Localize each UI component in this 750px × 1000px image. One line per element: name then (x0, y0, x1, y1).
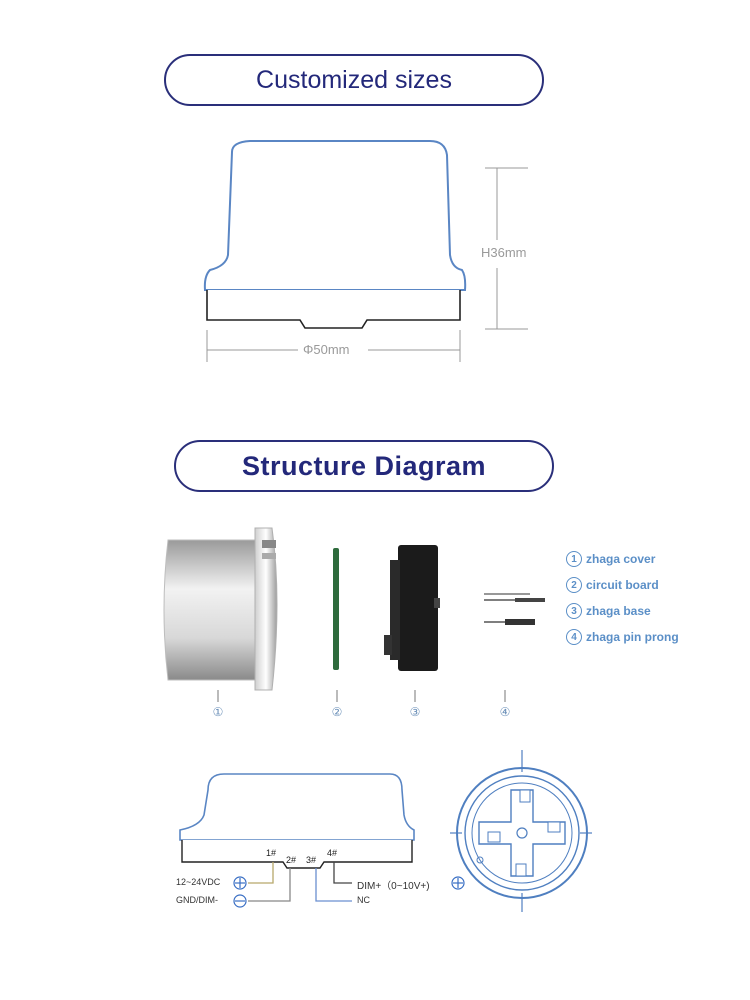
structure-legend: 1 zhaga cover 2 circuit board 3 zhaga ba… (566, 546, 679, 650)
customized-sizes-title: Customized sizes (164, 54, 544, 106)
nc-label: NC (357, 895, 370, 905)
legend-number: 4 (566, 629, 582, 645)
pin-2-label: 2# (286, 855, 297, 865)
zhaga-cover-part (163, 527, 278, 691)
pin-1-label: 1# (266, 848, 277, 858)
diameter-dimension: Φ50mm (303, 342, 350, 357)
legend-item-cover: 1 zhaga cover (566, 546, 679, 572)
supply-voltage-label: 12~24VDC (176, 877, 221, 887)
legend-number: 2 (566, 577, 582, 593)
legend-item-pin-prong: 4 zhaga pin prong (566, 624, 679, 650)
part-index-4: ④ (499, 705, 511, 719)
pin-4-label: 4# (327, 848, 338, 858)
legend-label: zhaga cover (586, 552, 656, 566)
legend-number: 3 (566, 603, 582, 619)
legend-label: zhaga base (586, 604, 651, 618)
legend-label: zhaga pin prong (586, 630, 679, 644)
wiring-side-view (179, 773, 465, 908)
dim-plus-label: DIM+（0~10V+) (357, 881, 430, 892)
pin-3-label: 3# (306, 855, 317, 865)
customized-sizes-label: Customized sizes (256, 65, 452, 94)
legend-item-base: 3 zhaga base (566, 598, 679, 624)
circuit-board-part (333, 548, 339, 670)
structure-diagram-title: Structure Diagram (174, 440, 554, 492)
part-index-1: ① (212, 705, 224, 719)
height-dimension: H36mm (481, 245, 527, 260)
legend-item-circuit-board: 2 circuit board (566, 572, 679, 598)
product-side-view (203, 140, 528, 362)
part-index-2: ② (331, 705, 343, 719)
zhaga-base-part (384, 545, 440, 671)
zhaga-pin-prong-part (484, 593, 545, 625)
legend-label: circuit board (586, 578, 659, 592)
part-index-3: ③ (409, 705, 421, 719)
top-view-diagram (450, 750, 592, 912)
structure-diagram-label: Structure Diagram (241, 450, 487, 481)
legend-number: 1 (566, 551, 582, 567)
ground-dim-label: GND/DIM- (176, 895, 218, 905)
